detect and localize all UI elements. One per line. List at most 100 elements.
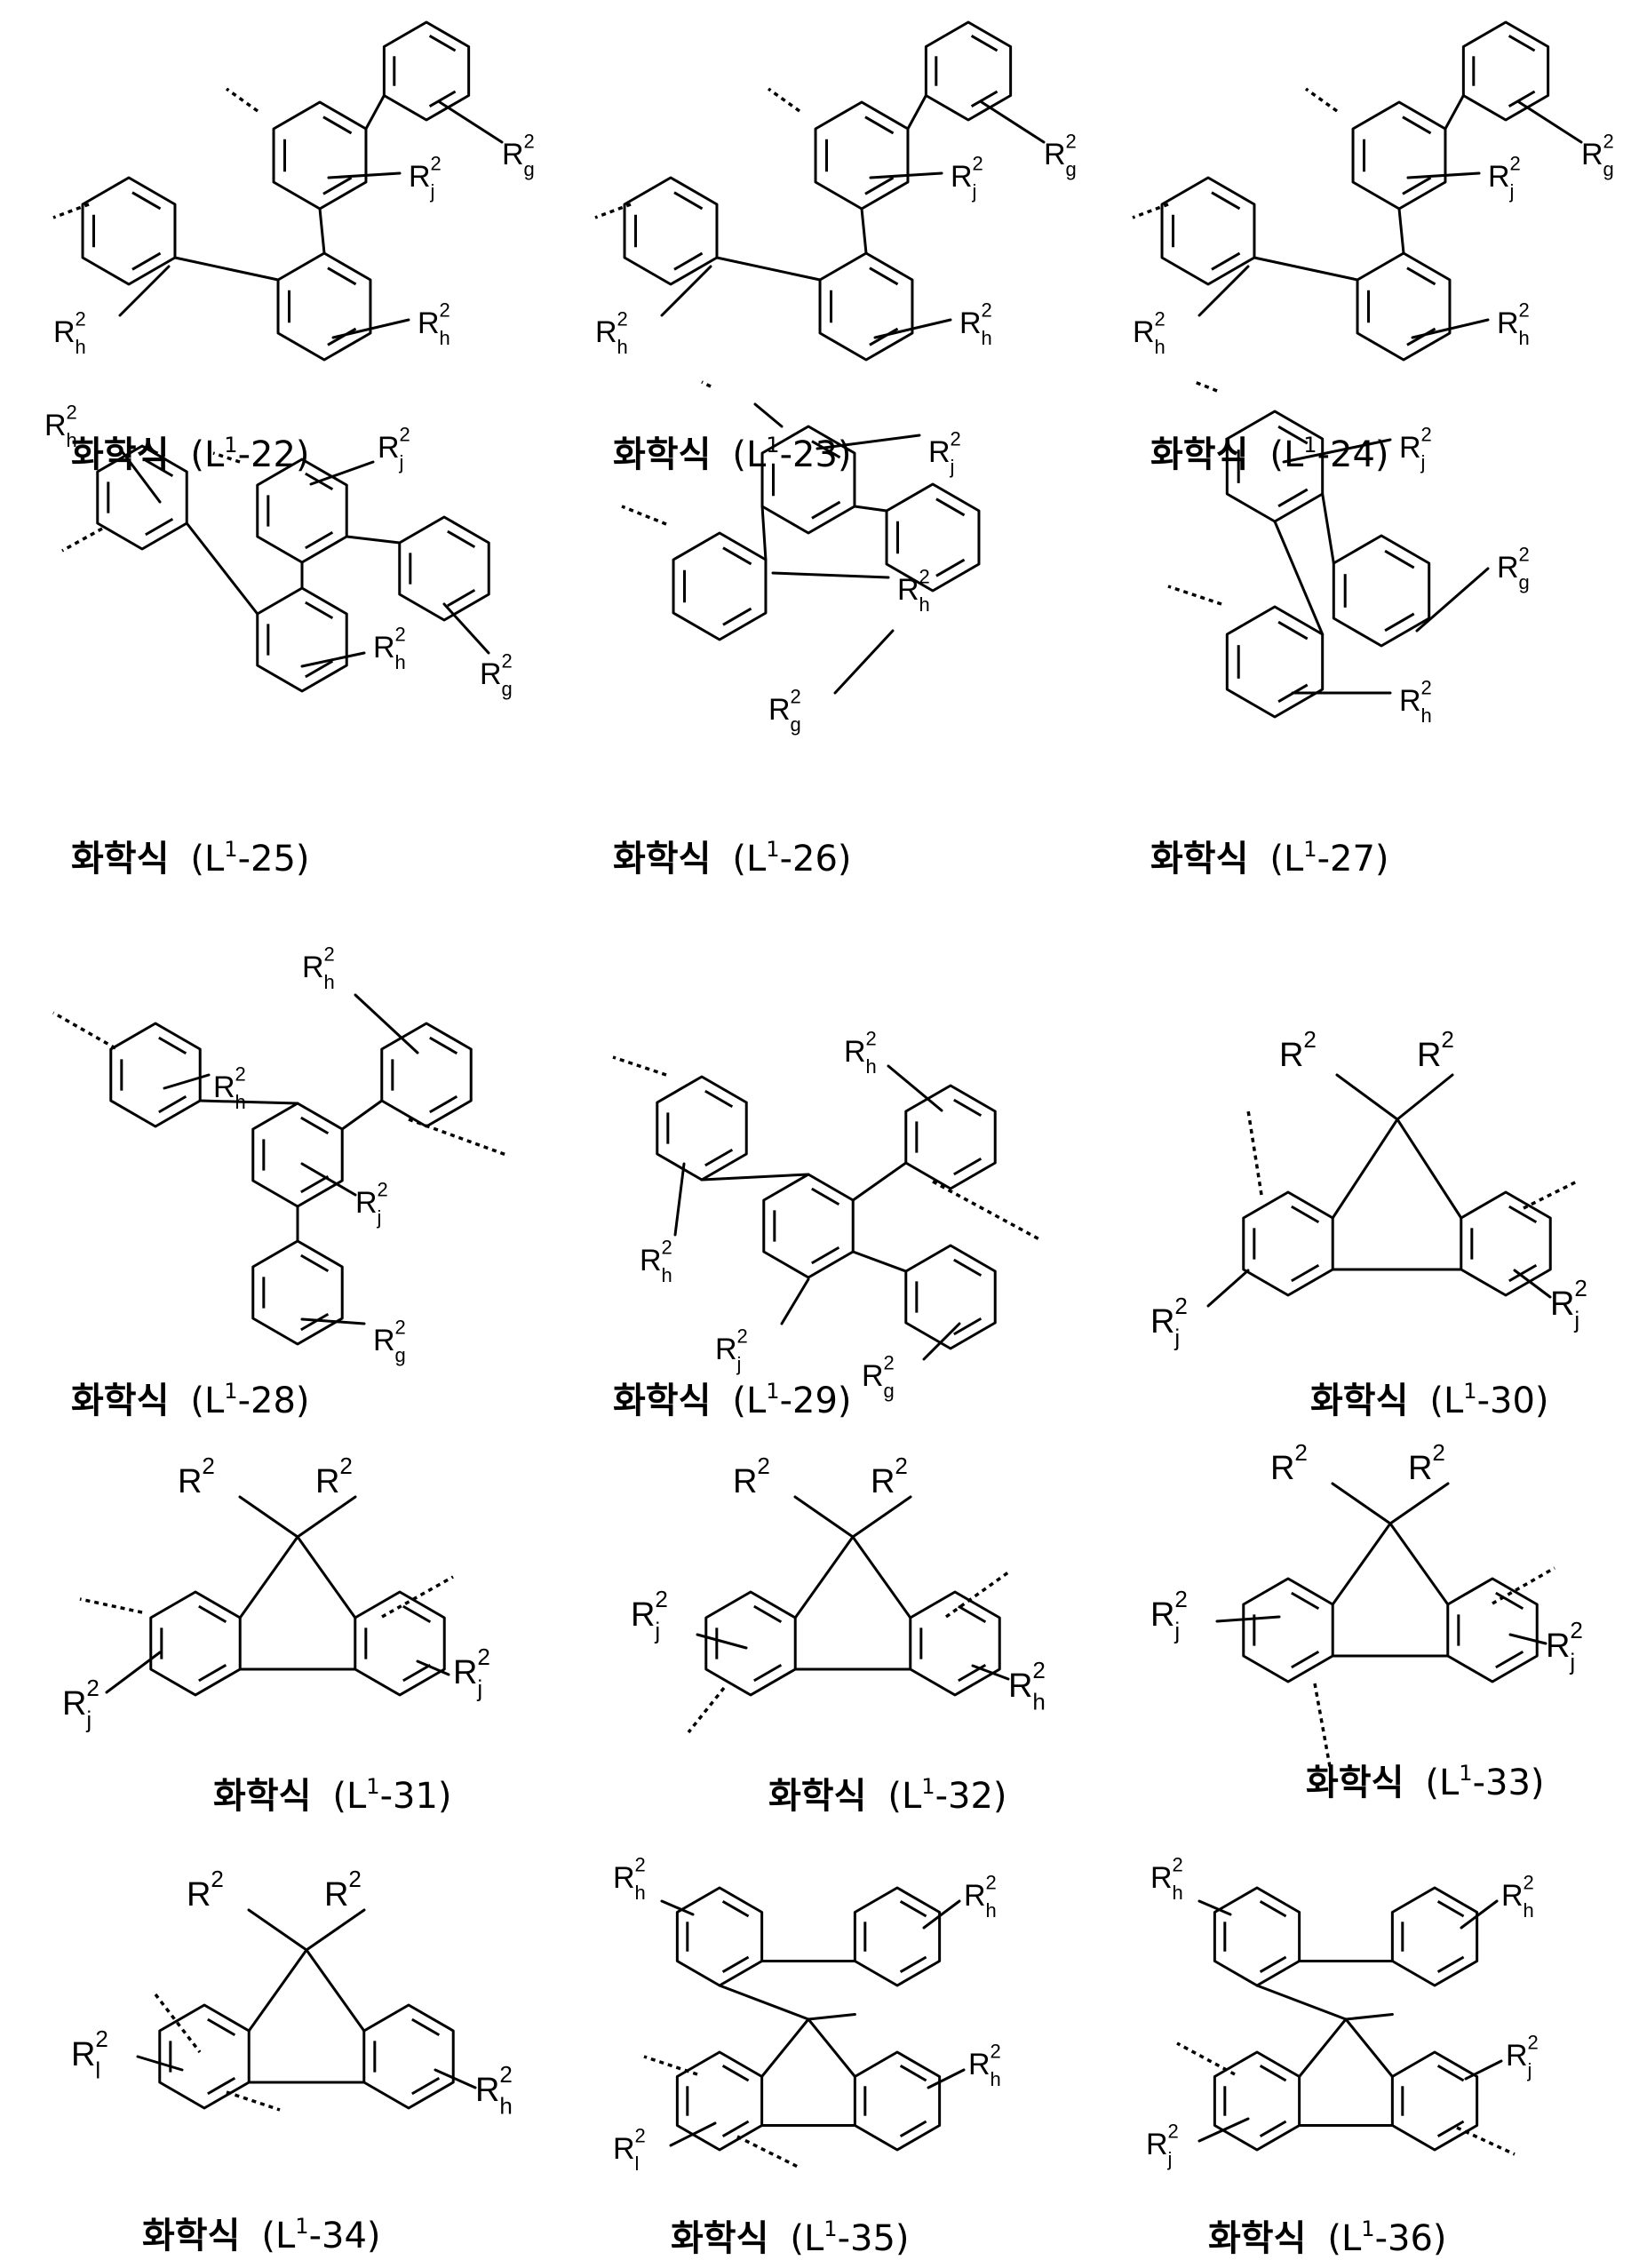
- formula-prefix: 화학식: [1150, 434, 1248, 475]
- r-superscript: 2: [1420, 423, 1431, 445]
- r-symbol: R: [71, 2036, 95, 2073]
- benzene-ring: [278, 253, 370, 360]
- r-subscript: j: [85, 1706, 91, 1732]
- r-superscript: 2: [865, 1027, 876, 1049]
- bond-line: [240, 1537, 298, 1618]
- bond-line: [1323, 494, 1334, 563]
- r-superscript: 2: [634, 2124, 645, 2146]
- bond-line: [164, 1075, 209, 1088]
- substituent-label: R2g: [1497, 543, 1530, 593]
- attachment-dashed-bond: [644, 2057, 697, 2074]
- bond-line: [107, 1652, 160, 1692]
- benzene-ring: [926, 22, 1010, 120]
- substituent-label: R2h: [44, 401, 77, 451]
- attachment-dashed-bond: [946, 1572, 1008, 1617]
- r-superscript: 2: [501, 649, 512, 672]
- formula-prefix: 화학식: [613, 839, 711, 879]
- r-subscript: l: [95, 2057, 100, 2083]
- benzene-ring: [111, 1023, 200, 1126]
- r-superscript: 2: [895, 1452, 907, 1479]
- substituent-label: R2j: [1550, 1275, 1587, 1333]
- r-subscript: h: [1172, 1882, 1182, 1904]
- r-symbol: R: [355, 1186, 378, 1220]
- formula-caption: 화학식(L1-33): [1306, 1761, 1545, 1803]
- formula-label: 화학식(L1-26): [613, 837, 852, 879]
- r-superscript: 2: [1172, 1853, 1182, 1875]
- r-superscript: 2: [202, 1452, 214, 1479]
- formula-caption: 화학식(L1-31): [213, 1774, 452, 1817]
- attachment-dashed-bond: [227, 2092, 280, 2110]
- r-superscript: 2: [790, 685, 800, 707]
- substituent-label: R2j: [1506, 2031, 1539, 2081]
- bond-line: [298, 1537, 355, 1618]
- r-symbol: R: [178, 1463, 202, 1500]
- formula-caption: 화학식(L1-24): [1150, 433, 1389, 475]
- substituent-label: R2h: [964, 1871, 997, 1922]
- r-symbol: R: [315, 1463, 339, 1500]
- substituent-label: R2h: [213, 1062, 246, 1113]
- r-subscript: j: [376, 1206, 381, 1229]
- bond-line: [908, 96, 926, 130]
- r-symbol: R: [1150, 1861, 1173, 1895]
- substituent-label: R2h: [613, 1853, 646, 1904]
- substituent-label: R2h: [373, 623, 406, 673]
- bond-line: [675, 1164, 684, 1235]
- r-symbol: R: [453, 1654, 477, 1691]
- r-superscript: 2: [95, 2025, 107, 2052]
- formula-label: 화학식(L1-24): [1150, 433, 1389, 475]
- r-symbol: R: [733, 1463, 757, 1500]
- substituent-label: R2j: [631, 1586, 668, 1643]
- r-superscript: 2: [75, 307, 85, 330]
- r-subscript: j: [1573, 1306, 1579, 1333]
- benzene-ring: [253, 1241, 342, 1344]
- formula-label: 화학식(L1-25): [71, 837, 310, 879]
- r-symbol: R: [1497, 306, 1519, 340]
- substituent-label: R2g: [1044, 130, 1077, 180]
- substituent-label: R2h: [897, 565, 930, 616]
- formula-prefix: 화학식: [142, 2216, 240, 2256]
- bond-line: [808, 2015, 855, 2020]
- bond-line: [862, 209, 866, 253]
- r-subscript: h: [990, 2068, 1000, 2090]
- substituent-label: R2j: [1399, 423, 1432, 473]
- bond-line: [1397, 1075, 1452, 1119]
- substituent-label: R2h: [595, 307, 628, 358]
- bond-line: [888, 1066, 942, 1110]
- attachment-dashed-bond: [1492, 1568, 1555, 1604]
- r-symbol: R: [768, 693, 791, 727]
- substituent-label: R2h: [968, 2040, 1001, 2090]
- bond-line: [1333, 1484, 1390, 1524]
- r-subscript: g: [501, 678, 512, 700]
- r-superscript: 2: [439, 298, 450, 321]
- r-superscript: 2: [617, 307, 627, 330]
- bond-line: [1254, 258, 1357, 280]
- substituent-label: R2h: [1133, 307, 1166, 358]
- attachment-dashed-bond: [80, 1599, 142, 1612]
- formula-caption: 화학식(L1-29): [613, 1379, 852, 1421]
- r-symbol: R: [1408, 1450, 1432, 1487]
- r-superscript: 2: [499, 2061, 512, 2088]
- bond-line: [1300, 2019, 1346, 2077]
- substituent-label: R2j: [62, 1675, 99, 1732]
- substituent-label: R2j: [1146, 2120, 1179, 2170]
- substituent-label: R2: [315, 1452, 353, 1500]
- benzene-ring: [906, 1086, 995, 1189]
- substituent-label: R2h: [640, 1236, 672, 1286]
- r-superscript: 2: [1441, 1026, 1453, 1053]
- bond-line: [1208, 1270, 1248, 1306]
- r-subscript: h: [1523, 1899, 1533, 1922]
- bond-line: [1346, 2019, 1392, 2077]
- r-symbol: R: [1399, 431, 1421, 465]
- r-superscript: 2: [985, 1871, 996, 1893]
- formula-prefix: 화학식: [671, 2218, 768, 2259]
- attachment-dashed-bond: [622, 506, 666, 524]
- bond-line: [1445, 96, 1463, 130]
- formula-L1-35: R2hR2hR2hR2l화학식(L1-35): [613, 1853, 1001, 2259]
- formula-label: 화학식(L1-30): [1310, 1379, 1549, 1421]
- bond-line: [982, 102, 1044, 142]
- benzene-ring: [677, 1888, 761, 1985]
- bond-line: [355, 995, 418, 1053]
- r-superscript: 2: [1174, 1586, 1187, 1612]
- r-symbol: R: [1150, 1303, 1174, 1341]
- bond-line: [1519, 102, 1581, 142]
